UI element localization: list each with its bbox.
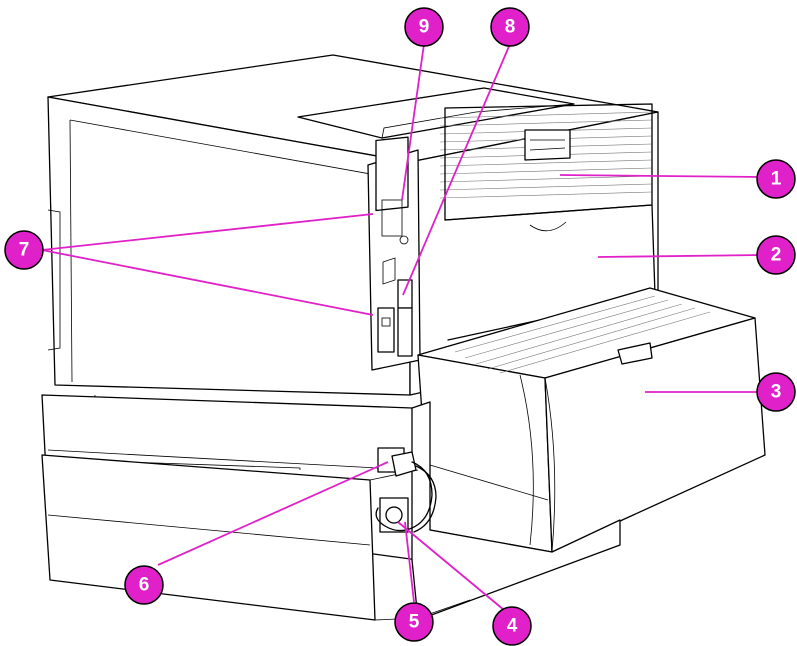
tray-power-plug — [391, 451, 417, 477]
duplexer-handle — [617, 342, 653, 365]
callout-9-label: 9 — [419, 17, 430, 38]
rear-door-latch — [524, 129, 571, 161]
callout-line-6 — [157, 461, 389, 566]
eio-slot — [375, 136, 409, 212]
callout-3: 3 — [756, 372, 796, 412]
bottom-tray-front — [41, 454, 376, 621]
callout-line-7b — [41, 249, 374, 316]
callout-line-2 — [597, 254, 766, 258]
callout-4-label: 4 — [507, 616, 518, 637]
callout-2-label: 2 — [771, 245, 782, 266]
callout-line-5 — [404, 521, 415, 603]
callout-5-label: 5 — [409, 612, 420, 633]
callout-6: 6 — [124, 565, 164, 605]
callout-9: 9 — [404, 7, 444, 47]
duplexer-grille — [454, 295, 711, 374]
callout-7: 7 — [4, 230, 44, 270]
callout-line-7a — [41, 213, 374, 251]
callout-8-label: 8 — [505, 17, 516, 38]
callout-line-9 — [401, 43, 425, 201]
parallel-port — [397, 307, 413, 357]
callout-1: 1 — [756, 159, 796, 199]
callout-line-8 — [402, 43, 511, 296]
serial-port — [397, 279, 413, 309]
duplexer-front-face — [544, 317, 766, 553]
callout-6-label: 6 — [139, 575, 150, 596]
power-switch — [385, 506, 403, 524]
callout-8: 8 — [490, 7, 530, 47]
callout-1-label: 1 — [771, 169, 782, 190]
printer-illustration — [41, 54, 766, 621]
callout-7-label: 7 — [19, 240, 30, 261]
callout-5: 5 — [394, 602, 434, 642]
callout-line-1 — [559, 174, 766, 178]
callout-2: 2 — [756, 235, 796, 275]
network-port — [377, 307, 395, 353]
callout-3-label: 3 — [771, 382, 782, 403]
power-cord — [375, 461, 433, 532]
rear-door-grille — [439, 111, 653, 199]
lower-tray-rear — [411, 401, 621, 621]
callout-line-4 — [397, 521, 505, 611]
callout-lines — [41, 43, 766, 611]
callout-4: 4 — [492, 606, 532, 646]
